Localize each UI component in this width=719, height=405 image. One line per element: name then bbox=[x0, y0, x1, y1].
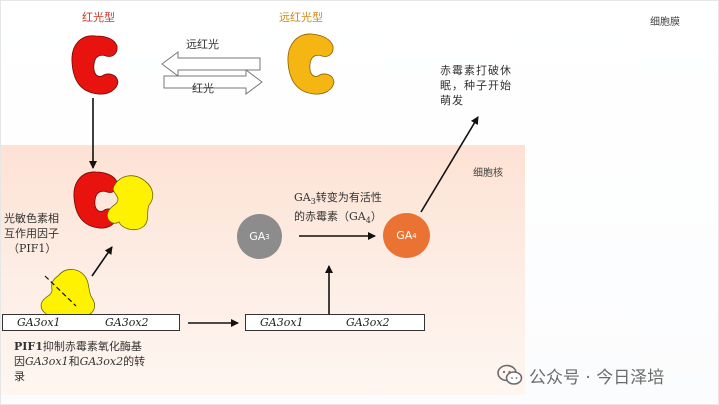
germination-result-text: 赤霉素打破休 眠，种子开始 萌发 bbox=[440, 63, 540, 108]
phytochrome-far-red-form-icon bbox=[287, 33, 335, 95]
gene-box-active: GA3ox1 GA3ox2 bbox=[245, 314, 425, 331]
red-light-label: 红光 bbox=[192, 82, 214, 95]
gene-ga3ox2-right: GA3ox2 bbox=[346, 316, 390, 329]
bottom-line-2-start: 因 bbox=[14, 355, 25, 368]
far-red-light-form-label: 远红光型 bbox=[279, 11, 323, 24]
red-light-form-label: 红光型 bbox=[82, 11, 115, 24]
pif1-binding-arrow bbox=[91, 246, 113, 277]
complex-pif1-icon bbox=[106, 175, 154, 231]
conversion-ga-sub: 3 bbox=[310, 197, 316, 207]
bottom-line-2-end: 的转 bbox=[123, 355, 146, 368]
watermark-text: 公众号 · 今日泽培 bbox=[529, 367, 665, 388]
bottom-pif: PIF1 bbox=[14, 340, 43, 353]
ga3-label: GA bbox=[249, 230, 266, 243]
gene-ga3ox1-right: GA3ox1 bbox=[260, 316, 304, 329]
bottom-line-1-rest: 抑制赤霉素氧化酶基 bbox=[42, 340, 142, 353]
bottom-gene-2: GA3ox2 bbox=[79, 355, 124, 368]
bottom-line-2: 因GA3ox1和GA3ox2的转 bbox=[14, 354, 274, 369]
bottom-gene-1: GA3ox1 bbox=[25, 355, 69, 368]
conversion-ga: GA bbox=[294, 191, 311, 204]
conversion-line-2-sub: 4 bbox=[365, 216, 371, 226]
gene-ga3ox1-left: GA3ox1 bbox=[17, 316, 61, 329]
phytochrome-red-form-icon bbox=[71, 35, 119, 95]
ga4-sub: 4 bbox=[412, 231, 417, 240]
conversion-line-1: GA3转变为有活性 bbox=[294, 190, 382, 209]
bottom-and: 和 bbox=[68, 355, 80, 368]
far-red-light-conversion-arrow bbox=[161, 51, 261, 77]
nucleus-label: 细胞核 bbox=[473, 168, 503, 179]
conversion-line-2-end: ） bbox=[370, 210, 382, 224]
germination-arrow bbox=[420, 116, 479, 213]
conversion-line-1-rest: 转变为有活性 bbox=[315, 191, 382, 204]
pif-line-3: （PIF1） bbox=[8, 242, 57, 255]
result-line-2: 眠，种子开始 bbox=[440, 79, 512, 92]
gene-box-repressed: GA3ox1 GA3ox2 bbox=[2, 314, 180, 331]
watermark: 公众号 · 今日泽培 bbox=[497, 362, 664, 388]
conversion-line-2: 的赤霉素（GA4） bbox=[294, 209, 382, 228]
ga4-label: GA bbox=[396, 229, 413, 242]
conversion-line-2-start: 的赤霉素（GA bbox=[294, 210, 366, 224]
cell-membrane-label: 细胞膜 bbox=[650, 17, 680, 28]
red-light-conversion-arrow bbox=[163, 69, 263, 95]
ga3-sub: 3 bbox=[265, 232, 270, 241]
wechat-icon bbox=[497, 364, 523, 385]
result-line-3: 萌发 bbox=[440, 94, 464, 107]
pif1-pointer-line bbox=[44, 275, 77, 307]
pif-line-1: 光敏色素相 bbox=[4, 212, 59, 225]
far-red-light-label: 远红光 bbox=[186, 38, 219, 51]
pif-line-2: 互作用因子 bbox=[4, 227, 59, 240]
pif-description: 光敏色素相 互作用因子 （PIF1） bbox=[4, 211, 84, 256]
bottom-line-3: 录 bbox=[14, 370, 25, 383]
gene-ga3ox2-left: GA3ox2 bbox=[105, 316, 149, 329]
ga-conversion-text: GA3转变为有活性 的赤霉素（GA4） bbox=[294, 190, 382, 228]
bottom-line-1: PIF1抑制赤霉素氧化酶基 bbox=[14, 339, 274, 354]
pif1-inhibition-text: PIF1抑制赤霉素氧化酶基 因GA3ox1和GA3ox2的转 录 bbox=[14, 339, 274, 384]
result-line-1: 赤霉素打破休 bbox=[440, 64, 512, 77]
